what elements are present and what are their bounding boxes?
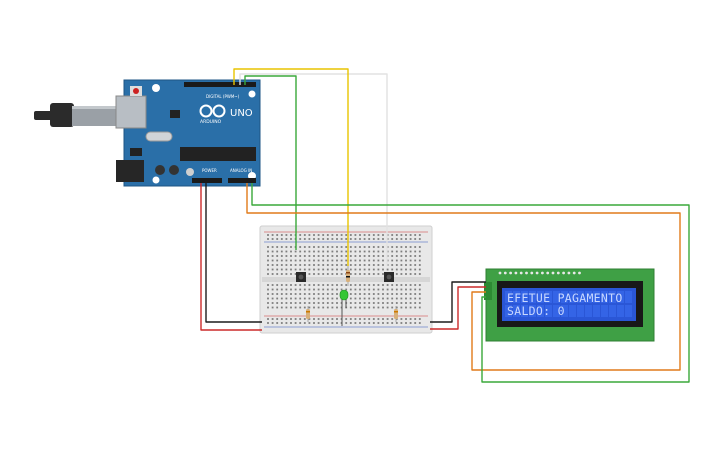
arduino-uno-board: UNO ARDUINO DIGITAL (PWM~) POWER ANALOG … [115, 79, 261, 187]
atmega-chip [180, 147, 256, 161]
wire-red-5v [200, 183, 262, 331]
digital-header [184, 82, 256, 87]
wires [200, 68, 690, 383]
wire-white [239, 73, 388, 266]
board-brand-label: ARDUINO [200, 119, 222, 125]
usb-cable [34, 103, 126, 127]
power-label: POWER [202, 168, 217, 173]
wire-black-gnd [205, 183, 262, 323]
lcd-module: EFETUE PAGAMENTO SALDO: 0 [484, 268, 655, 342]
resistor-bottom-left [306, 306, 310, 322]
power-header [192, 178, 222, 183]
lcd-line-1: EFETUE PAGAMENTO [507, 291, 623, 305]
lcd-line-2: SALDO: 0 [507, 304, 565, 318]
breadboard-holes [267, 234, 421, 324]
wire-yellow [233, 68, 349, 266]
green-led [339, 289, 349, 326]
resistor-bottom-right [394, 306, 398, 322]
wire-black-lcd [430, 281, 486, 323]
board-model-label: UNO [230, 108, 253, 119]
breadboard [259, 225, 433, 334]
lcd-cell-grid [505, 291, 632, 317]
wire-orange-scl [246, 183, 681, 371]
wire-red-lcd [430, 286, 486, 330]
analog-label: ANALOG IN [230, 168, 252, 173]
wire-green-sda [251, 183, 690, 383]
analog-header [228, 178, 256, 183]
arduino-logo-icon [199, 104, 226, 118]
digital-label: DIGITAL (PWM~) [206, 94, 240, 99]
lcd-pin-header [498, 271, 581, 275]
resistor-top [346, 266, 350, 286]
wire-green-button [244, 75, 297, 250]
